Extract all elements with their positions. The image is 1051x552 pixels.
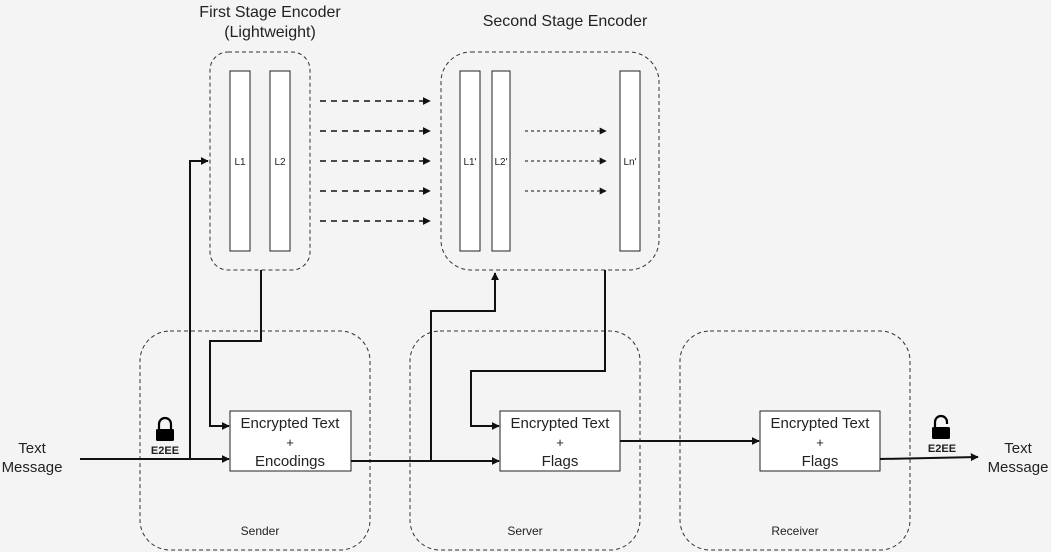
layer-ln-prime — [619, 70, 641, 252]
layer-l2-prime-label: L2' — [494, 157, 507, 168]
first-stage-subtitle: (Lightweight) — [224, 24, 316, 41]
e2ee-right-label: E2EE — [928, 443, 956, 455]
flow-arrows — [80, 157, 979, 465]
server-box-line1: Encrypted Text — [511, 415, 611, 432]
server-box-line2: + — [556, 435, 564, 450]
layer-ln-prime-label: Ln' — [623, 157, 636, 168]
e2ee-left-label: E2EE — [151, 445, 179, 457]
layer-l2-prime — [491, 70, 511, 252]
receiver-box-line1: Encrypted Text — [771, 415, 871, 432]
layer-l1-prime — [459, 70, 481, 252]
sender-box-line1: Encrypted Text — [241, 415, 341, 432]
input-text-line2: Message — [2, 459, 63, 476]
output-text-line1: Text — [1004, 440, 1032, 457]
first-stage-to-sender-arrow — [209, 270, 262, 430]
server-to-second-stage-arrow — [430, 272, 499, 461]
output-text-line2: Message — [988, 459, 1049, 476]
layer-l2-label: L2 — [274, 157, 286, 168]
second-stage-title: Second Stage Encoder — [483, 13, 648, 30]
sender-encrypted-box — [229, 410, 352, 472]
receiver-box-line3: Flags — [802, 453, 839, 470]
receiver-box-line2: + — [816, 435, 824, 450]
server-encrypted-box — [499, 410, 621, 472]
sender-to-first-stage-arrow — [189, 157, 209, 459]
second-stage-encoder-container — [440, 51, 660, 271]
encoder-transfer-arrows — [320, 97, 431, 225]
receiver-to-output-arrow — [879, 453, 979, 462]
server-box-line3: Flags — [542, 453, 579, 470]
second-stage-internal-arrows — [525, 127, 607, 195]
layer-l1-prime-label: L1' — [463, 157, 476, 168]
layer-l1 — [229, 70, 251, 252]
sender-group — [139, 330, 371, 551]
sender-box-line2: + — [286, 435, 294, 450]
layer-l1-label: L1 — [234, 157, 246, 168]
first-stage-encoder-container — [209, 51, 311, 271]
receiver-label: Receiver — [771, 524, 818, 538]
server-label: Server — [507, 524, 542, 538]
input-text-line1: Text — [18, 440, 46, 457]
first-stage-title: First Stage Encoder — [199, 4, 341, 21]
second-stage-to-server-arrow — [470, 270, 606, 430]
receiver-group — [679, 330, 911, 551]
receiver-encrypted-box — [759, 410, 881, 472]
sender-box-line3: Encodings — [255, 453, 325, 470]
layer-l2 — [269, 70, 291, 252]
lock-closed-icon — [156, 416, 174, 441]
sender-label: Sender — [241, 524, 280, 538]
lock-open-icon — [932, 414, 950, 439]
